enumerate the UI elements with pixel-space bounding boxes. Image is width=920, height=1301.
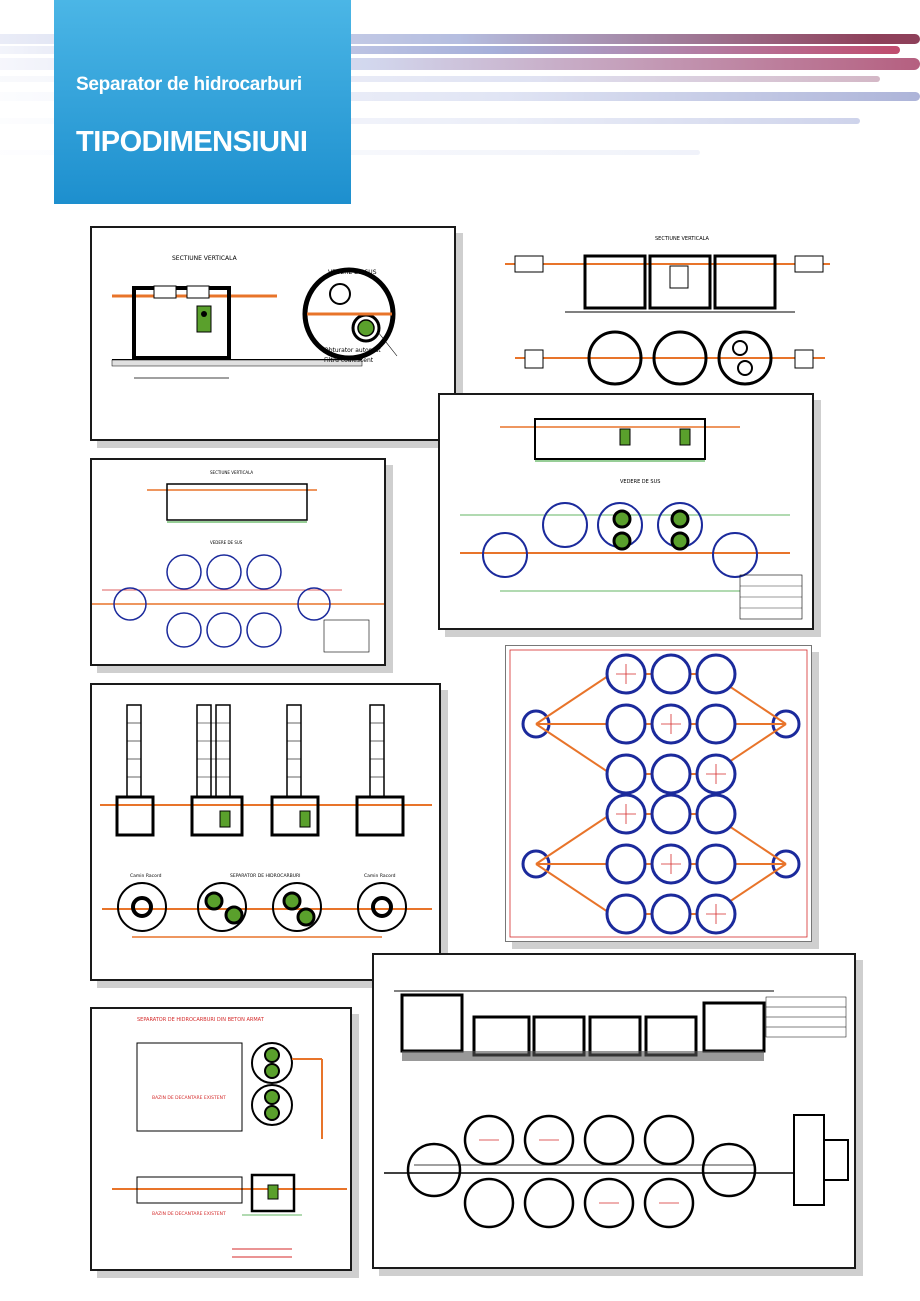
drawing-multi-chamber-right: VEDERE DE SUS [438, 393, 814, 630]
drawing-single-separator-svg: SECTIUNE VERTICALA VEDERE DE SUS Obturat… [111, 255, 398, 379]
drawing-multi-chamber-left: SECTIUNE VERTICALA VEDERE DE SUS [90, 458, 386, 666]
note-filter: Filtru coalescent [324, 357, 374, 364]
subtitle: Separator de hidrocarburi [76, 74, 302, 95]
drawing-three-chamber-svg: SECTIUNE VERTICALA [505, 236, 830, 386]
basin-label-2: BAZIN DE DECANTARE EXISTENT [152, 1211, 226, 1217]
top-view-label-3: VEDERE DE SUS [210, 540, 243, 545]
drawing-three-chamber: SECTIUNE VERTICALA [505, 232, 830, 392]
drawing-series-separator-svg [384, 990, 849, 1229]
drawing-single-separator: SECTIUNE VERTICALA VEDERE DE SUS Obturat… [90, 226, 456, 441]
top-view-label-4: VEDERE DE SUS [620, 479, 660, 485]
label-middle: SEPARATOR DE HIDROCARBURI [230, 873, 301, 879]
drawing-multi-chamber-right-svg: VEDERE DE SUS [460, 418, 803, 620]
note-obturator: Obturator automat [324, 347, 381, 354]
drawing-parallel-network-svg [509, 649, 808, 938]
drawing-concrete-separator-svg: SEPARATOR DE HIDROCARBURI DIN BETON ARMA… [112, 1017, 347, 1258]
drawing-parallel-network [505, 645, 812, 942]
basin-label-1: BAZIN DE DECANTARE EXISTENT [152, 1095, 226, 1101]
drawing-multi-chamber-left-svg: SECTIUNE VERTICALA VEDERE DE SUS [92, 470, 384, 653]
label-left: Camin Racord [130, 873, 162, 879]
label-right: Camin Racord [364, 873, 396, 879]
drawing-concrete-separator: SEPARATOR DE HIDROCARBURI DIN BETON ARMA… [90, 1007, 352, 1271]
drawing-chimney-section: Camin Racord SEPARATOR DE HIDROCARBURI C… [90, 683, 441, 981]
section-label-2: SECTIUNE VERTICALA [655, 236, 710, 242]
page-title: TIPODIMENSIUNI [76, 126, 308, 158]
drawing-chimney-section-svg: Camin Racord SEPARATOR DE HIDROCARBURI C… [100, 704, 432, 938]
drawing-series-separator [372, 953, 856, 1269]
drawing7-title: SEPARATOR DE HIDROCARBURI DIN BETON ARMA… [137, 1017, 265, 1023]
title-box: Separator de hidrocarburi TIPODIMENSIUNI [54, 0, 351, 204]
section-label-3: SECTIUNE VERTICALA [210, 470, 253, 475]
section-label: SECTIUNE VERTICALA [172, 255, 238, 262]
